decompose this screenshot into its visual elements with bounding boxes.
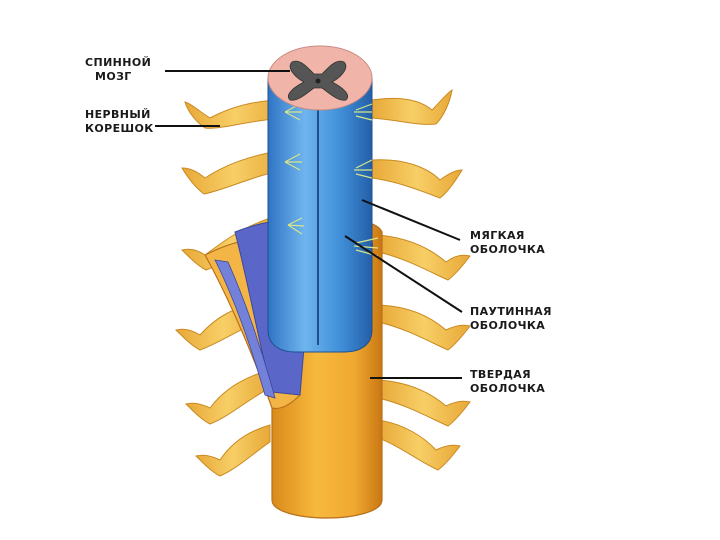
label-dura-mater: ТВЕРДАЯ ОБОЛОЧКА [470, 368, 545, 396]
label-dura-mater-line2: ОБОЛОЧКА [470, 382, 546, 395]
spinal-cord-body [267, 77, 373, 353]
label-arachnoid: ПАУТИННАЯ ОБОЛОЧКА [470, 305, 552, 333]
label-pia-mater-line2: ОБОЛОЧКА [470, 243, 546, 256]
label-spinal-cord-line2: МОЗГ [95, 70, 132, 83]
label-pia-mater: МЯГКАЯ ОБОЛОЧКА [470, 229, 545, 257]
label-dura-mater-line1: ТВЕРДАЯ [470, 368, 532, 381]
label-nerve-root: НЕРВНЫЙ КОРЕШОК [85, 108, 154, 136]
arachnoid-cut-edge [214, 259, 276, 399]
leader-lines [155, 70, 463, 379]
label-spinal-cord: СПИННОЙ МОЗГ [85, 56, 151, 84]
label-spinal-cord-line1: СПИННОЙ [85, 56, 152, 69]
label-nerve-root-line1: НЕРВНЫЙ [85, 108, 151, 121]
nerve-roots-right [371, 88, 471, 471]
label-pia-mater-line1: МЯГКАЯ [470, 229, 525, 242]
label-arachnoid-line1: ПАУТИННАЯ [470, 305, 552, 318]
rootlets [284, 103, 379, 257]
leader-pia-mater [361, 199, 461, 241]
label-nerve-root-line2: КОРЕШОК [85, 122, 154, 135]
label-arachnoid-line2: ОБОЛОЧКА [470, 319, 546, 332]
central-canal [315, 78, 321, 84]
leader-arachnoid [344, 235, 463, 313]
